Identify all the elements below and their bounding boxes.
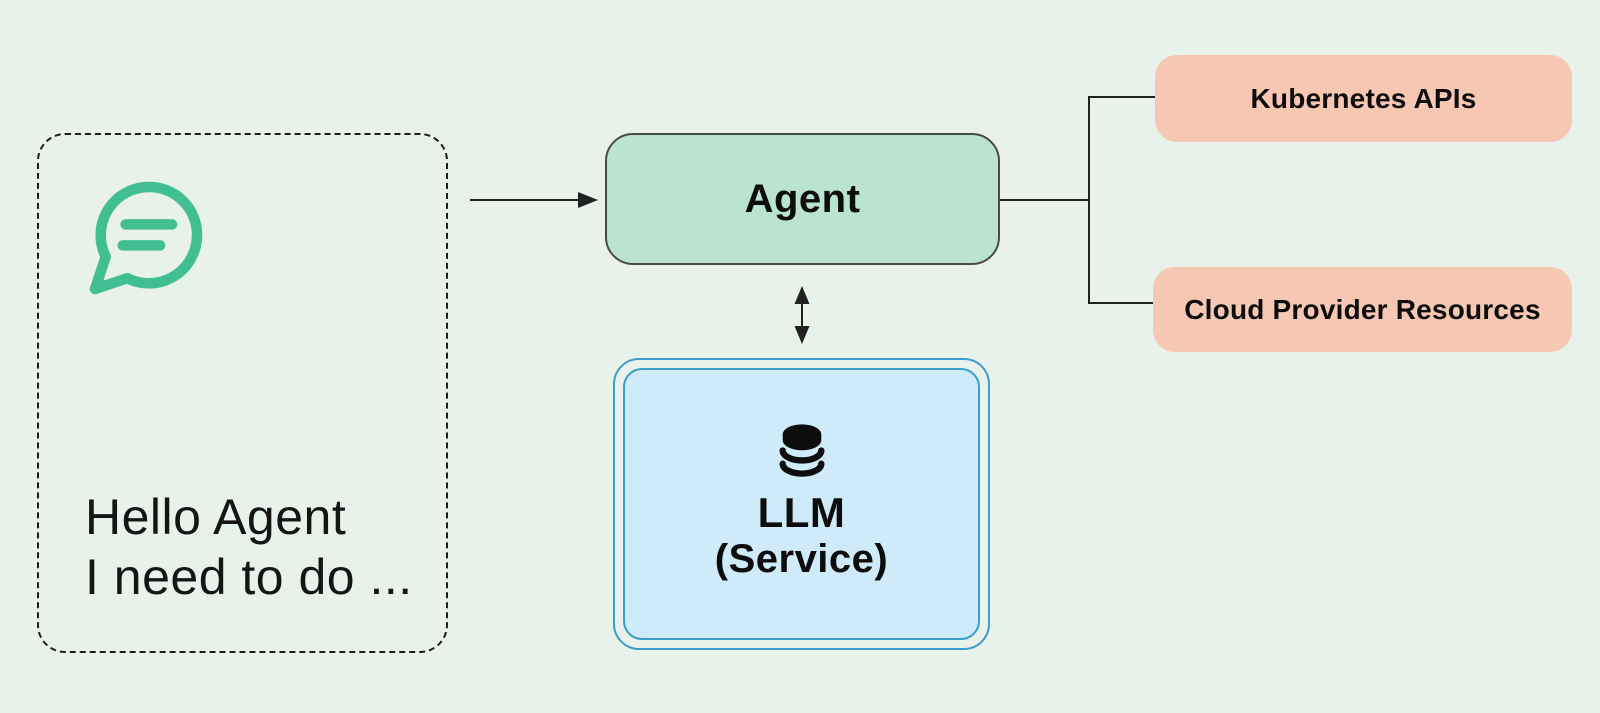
cloud-provider-resources-label: Cloud Provider Resources: [1184, 293, 1541, 325]
arrowhead-up-icon: [794, 286, 810, 304]
llm-sublabel: (Service): [714, 537, 889, 581]
kubernetes-apis-label: Kubernetes APIs: [1250, 82, 1477, 114]
agent-label: Agent: [744, 176, 861, 221]
user-request-line-1: Hello Agent: [85, 489, 347, 545]
user-to-agent-arrow: [470, 192, 598, 208]
arrowhead-down-icon: [794, 326, 810, 344]
user-request-box: Hello Agent I need to do ...: [37, 133, 448, 653]
user-request-line-2: I need to do ...: [85, 549, 413, 605]
user-request-text: Hello Agent I need to do ...: [85, 487, 413, 607]
agent-box: Agent: [605, 133, 1000, 265]
agent-to-tools-bracket: [1000, 96, 1155, 304]
arrowhead-right-icon: [578, 192, 598, 208]
cloud-provider-resources-box: Cloud Provider Resources: [1153, 267, 1572, 352]
kubernetes-apis-box: Kubernetes APIs: [1155, 55, 1572, 142]
llm-box-inner: LLM (Service): [623, 368, 980, 640]
agent-llm-double-arrow: [794, 286, 810, 344]
chat-bubble-icon: [89, 181, 203, 295]
llm-label: LLM: [757, 489, 846, 536]
llm-box-outer: LLM (Service): [613, 358, 990, 650]
database-icon: [779, 424, 824, 477]
